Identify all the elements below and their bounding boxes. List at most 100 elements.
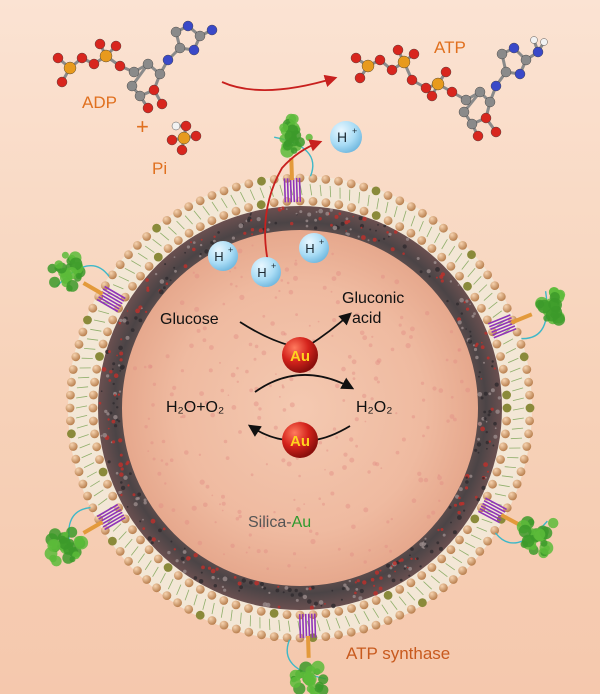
shell-speck xyxy=(410,557,413,560)
core-speck xyxy=(351,371,356,375)
shell-speck xyxy=(193,241,196,244)
shell-speck xyxy=(332,225,338,231)
shell-speck xyxy=(386,563,391,568)
lipid-head xyxy=(231,600,241,610)
shell-speck xyxy=(461,326,464,330)
lipid-tail xyxy=(448,245,456,256)
core-speck xyxy=(390,347,395,352)
shell-speck xyxy=(158,528,162,533)
proton-charge: + xyxy=(271,261,276,271)
silica-shell-texture xyxy=(98,206,502,610)
shell-speck xyxy=(294,588,298,593)
shell-speck xyxy=(165,276,169,280)
core-speck xyxy=(425,311,430,316)
lipid-tail xyxy=(438,569,448,578)
lipid-head xyxy=(519,352,529,362)
shell-speck xyxy=(345,585,349,589)
lipid-head xyxy=(108,536,117,546)
core-speck xyxy=(362,335,368,341)
shell-speck xyxy=(107,460,111,464)
shell-speck xyxy=(453,503,458,507)
shell-speck xyxy=(116,418,119,422)
shell-speck xyxy=(490,388,495,393)
core-speck xyxy=(401,330,406,336)
lipid-head xyxy=(95,455,104,464)
shell-speck xyxy=(113,394,117,397)
shell-speck xyxy=(254,580,260,586)
lipid-head xyxy=(269,198,279,208)
core-speck xyxy=(256,549,261,554)
shell-speck xyxy=(410,547,414,551)
core-speck xyxy=(198,321,202,324)
shell-speck xyxy=(465,299,469,303)
shell-speck xyxy=(473,347,478,352)
lipid-head xyxy=(89,416,98,426)
core-speck xyxy=(169,458,174,463)
shell-speck xyxy=(313,226,318,230)
core-speck xyxy=(286,281,290,285)
lipid-tail xyxy=(476,526,488,532)
lipid-head xyxy=(371,186,381,196)
proton-label: H xyxy=(305,241,314,256)
shell-speck xyxy=(125,335,130,340)
core-speck xyxy=(293,498,296,501)
core-speck xyxy=(331,334,334,337)
shell-speck xyxy=(174,269,177,273)
lipid-tail xyxy=(131,260,142,267)
lipid-tail xyxy=(316,620,321,632)
shell-speck xyxy=(486,356,490,360)
core-speck xyxy=(208,368,213,373)
silica-label: Silica- xyxy=(248,514,292,531)
core-speck xyxy=(367,470,371,474)
lipid-head xyxy=(173,208,183,218)
core-speck xyxy=(237,248,243,254)
lipid-head xyxy=(502,403,512,413)
lipid-head xyxy=(334,176,343,186)
lipid-head xyxy=(173,571,183,580)
shell-speck xyxy=(362,216,367,222)
lipid-head xyxy=(256,606,266,616)
shell-speck xyxy=(261,586,264,589)
glucose-label: Glucose xyxy=(160,311,219,328)
shell-speck xyxy=(440,279,444,283)
core-speck xyxy=(351,524,356,530)
lipid-tail xyxy=(93,489,104,497)
core-speck xyxy=(335,436,339,439)
lipid-head xyxy=(498,442,508,452)
lipid-head xyxy=(359,600,369,610)
core-speck xyxy=(332,427,337,431)
shell-speck xyxy=(491,365,494,368)
core-speck xyxy=(152,457,156,461)
shell-speck xyxy=(480,426,485,432)
lipid-tail xyxy=(202,598,207,610)
core-speck xyxy=(223,439,228,444)
shell-speck xyxy=(463,301,466,304)
core-speck xyxy=(265,436,267,439)
core-speck xyxy=(446,419,450,423)
shell-speck xyxy=(295,598,299,602)
lipid-head xyxy=(98,467,108,477)
core-speck xyxy=(202,338,207,343)
shell-speck xyxy=(474,448,478,452)
lipid-head xyxy=(428,216,438,225)
shell-speck xyxy=(207,566,212,570)
shell-speck xyxy=(284,586,289,590)
core-speck xyxy=(281,385,285,389)
core-speck xyxy=(184,519,190,525)
lipid-head xyxy=(219,211,229,220)
shell-speck xyxy=(465,476,468,479)
core-speck xyxy=(282,408,287,412)
lipid-tail xyxy=(230,609,233,622)
lipid-head xyxy=(502,303,512,313)
lipid-head xyxy=(467,556,476,566)
lipid-head xyxy=(71,454,81,464)
shell-speck xyxy=(154,272,158,276)
core-speck xyxy=(248,342,253,347)
lipid-head xyxy=(83,491,92,501)
atp-synthase-icon xyxy=(286,613,329,694)
shell-speck xyxy=(330,223,333,227)
shell-speck xyxy=(450,521,452,524)
atp-synthase-group xyxy=(44,113,566,694)
lipid-tail xyxy=(501,475,514,478)
shell-speck xyxy=(126,310,129,312)
